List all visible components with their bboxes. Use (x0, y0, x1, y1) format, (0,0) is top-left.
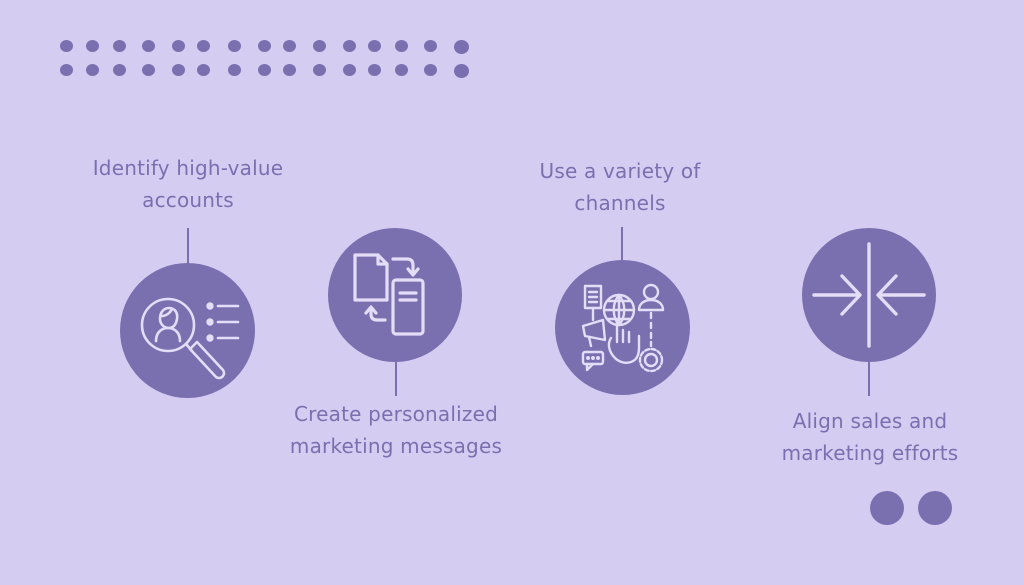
step-3-label-line1: Use a variety of (539, 159, 701, 183)
pattern-dot (368, 64, 381, 76)
pattern-dot (283, 40, 296, 52)
pattern-dot (313, 64, 326, 76)
pattern-dot (197, 40, 210, 52)
step-1-connector (187, 228, 189, 266)
converging-arrows-icon (802, 228, 936, 362)
pattern-dot (113, 40, 126, 52)
pattern-dot (283, 64, 296, 76)
pattern-dot (343, 64, 356, 76)
pattern-dot (86, 40, 99, 52)
pattern-dot (454, 40, 469, 54)
step-4-circle (802, 228, 936, 362)
step-1-circle (120, 263, 255, 398)
pattern-dot (172, 40, 185, 52)
step-2-connector (395, 362, 397, 396)
pattern-dot (395, 40, 408, 52)
step-2-label-line1: Create personalized (293, 402, 499, 426)
corner-dot-2 (918, 491, 952, 525)
pattern-dot (424, 64, 437, 76)
pattern-dot (197, 64, 210, 76)
document-exchange-icon (345, 245, 445, 345)
pattern-dot (368, 40, 381, 52)
magnifier-user-list-icon (128, 271, 248, 391)
step-3-label: Use a variety of channels (500, 155, 740, 219)
step-3-circle (555, 260, 690, 395)
pattern-dot (172, 64, 185, 76)
pattern-dot (395, 64, 408, 76)
step-1-label-line2: accounts (142, 188, 234, 212)
pattern-dot (313, 40, 326, 52)
corner-dot-1 (870, 491, 904, 525)
pattern-dot (228, 40, 241, 52)
step-4-label: Align sales and marketing efforts (750, 405, 990, 469)
step-4-connector (868, 362, 870, 396)
step-2-label: Create personalized marketing messages (265, 398, 527, 462)
step-4-label-line2: marketing efforts (781, 441, 959, 465)
pattern-dot (424, 40, 437, 52)
step-3-label-line2: channels (574, 191, 666, 215)
pattern-dot (258, 40, 271, 52)
pattern-dot (142, 64, 155, 76)
step-1-label: Identify high-value accounts (58, 152, 318, 216)
pattern-dot (142, 40, 155, 52)
step-2-label-line2: marketing messages (289, 434, 503, 458)
step-2-circle (328, 228, 462, 362)
step-1-label-line1: Identify high-value (92, 156, 284, 180)
pattern-dot (228, 64, 241, 76)
pattern-dot (454, 64, 469, 78)
pattern-dot (113, 64, 126, 76)
pattern-dot (343, 40, 356, 52)
multichannel-marketing-icon (573, 278, 673, 378)
pattern-dot (60, 40, 73, 52)
pattern-dot (60, 64, 73, 76)
pattern-dot (86, 64, 99, 76)
pattern-dot (258, 64, 271, 76)
step-3-connector (621, 227, 623, 263)
step-4-label-line1: Align sales and (792, 409, 948, 433)
